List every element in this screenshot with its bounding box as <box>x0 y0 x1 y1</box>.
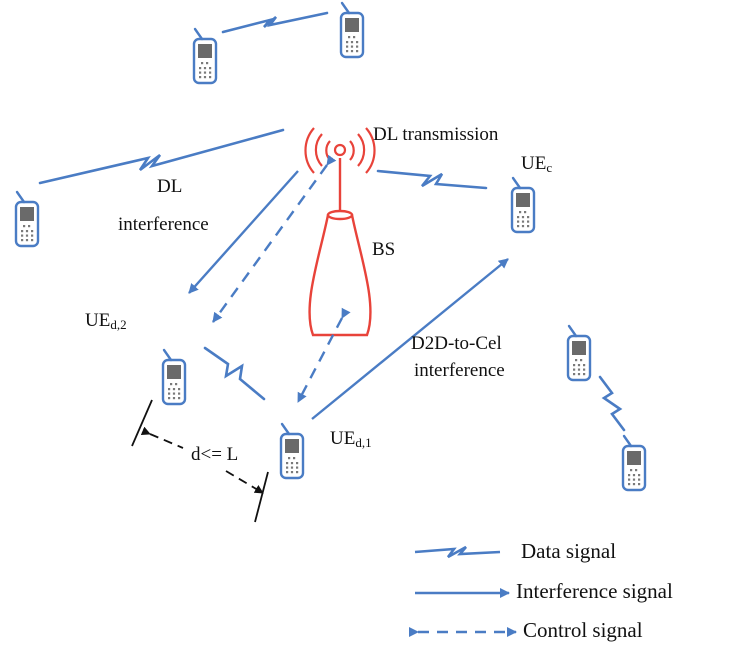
legend: Data signal Interference signal Control … <box>409 539 673 642</box>
label-dl-interference: interference <box>118 214 209 235</box>
data-signal-dl-interference-left <box>38 128 285 185</box>
legend-item-interference: Interference signal <box>415 579 673 603</box>
control-arrow-bs-ued1 <box>296 307 351 403</box>
legend-interference-label: Interference signal <box>516 579 673 603</box>
legend-item-data: Data signal <box>414 539 616 563</box>
label-dl: DL <box>157 176 182 197</box>
legend-control-label: Control signal <box>523 618 643 642</box>
phone-ued1-icon <box>279 422 305 480</box>
label-distance: d<= L <box>191 444 238 465</box>
legend-item-control: Control signal <box>409 618 643 642</box>
label-d2d-interference: interference <box>414 360 505 381</box>
phone-uec-icon <box>510 176 536 234</box>
data-signal-right-pair <box>598 375 626 432</box>
data-signal-dl-transmission <box>376 169 488 190</box>
phone-ued2-icon <box>161 348 187 406</box>
label-uec: UEc <box>521 153 552 175</box>
data-signal-top-pair <box>221 11 329 34</box>
control-arrow-bs-ued2 <box>212 154 337 323</box>
phone-top-right-icon <box>339 1 365 59</box>
data-signal-d2d-pair <box>203 346 266 401</box>
phone-left-icon <box>14 190 40 248</box>
legend-data-label: Data signal <box>521 539 616 563</box>
label-bs: BS <box>372 239 395 260</box>
label-ued2: UEd,2 <box>85 310 127 332</box>
phone-top-left-icon <box>192 27 218 85</box>
phone-right-lower-icon <box>621 434 647 492</box>
distance-marker <box>131 399 269 523</box>
phone-right-upper-icon <box>566 324 592 382</box>
base-station-antenna-icon <box>304 127 376 337</box>
label-d2d-to-cel: D2D-to-Cel <box>411 333 502 354</box>
label-ued1: UEd,1 <box>330 428 372 450</box>
legend-data-symbol <box>414 545 501 559</box>
label-dl-transmission: DL transmission <box>373 124 499 145</box>
